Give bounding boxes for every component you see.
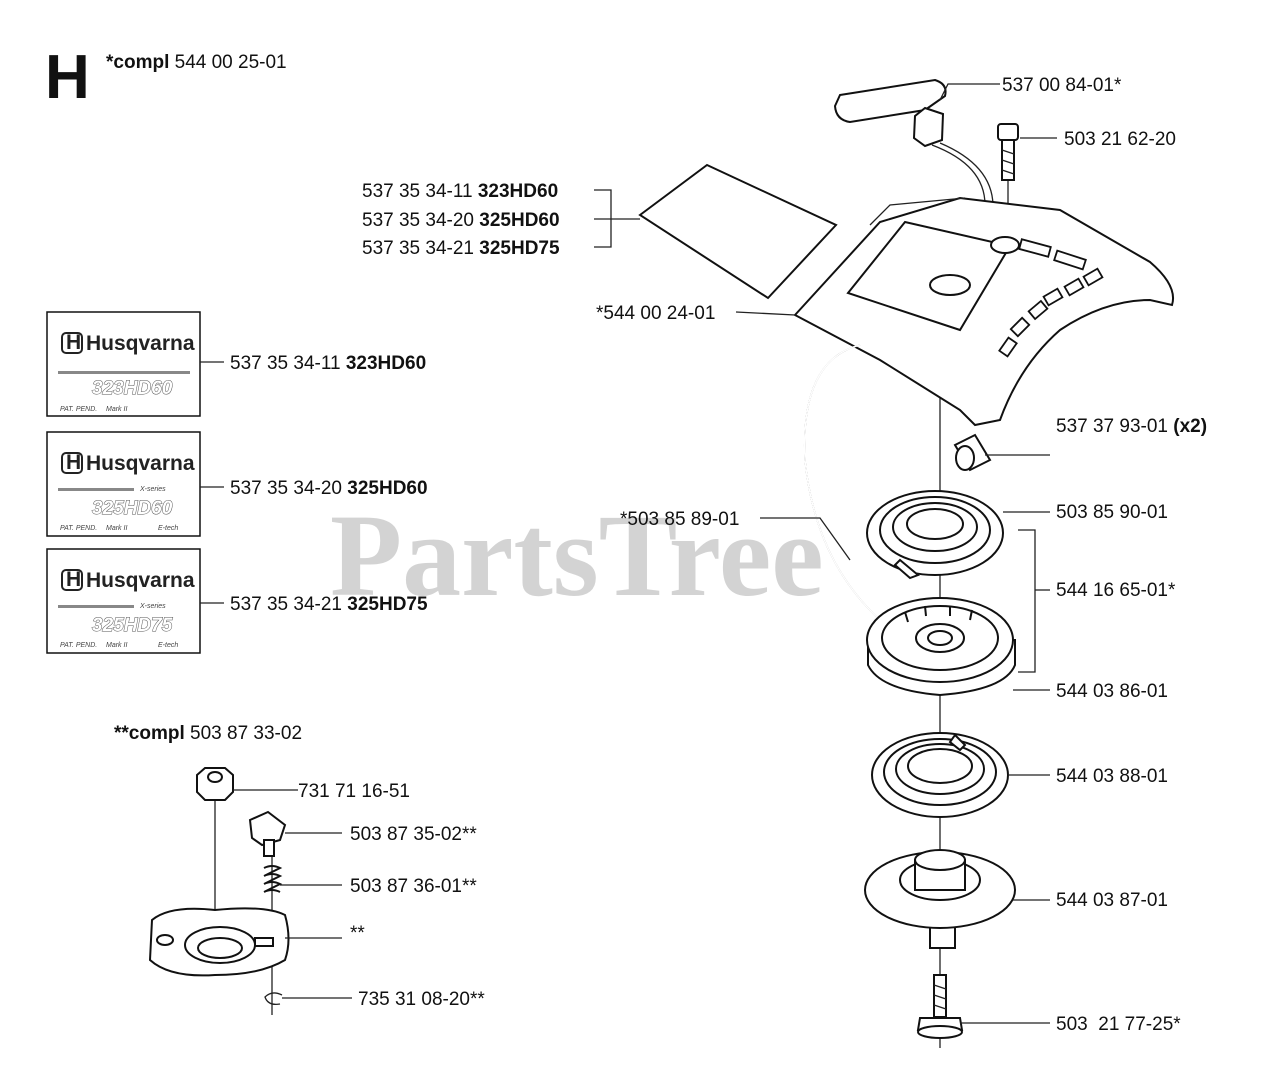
instruction-sheet-drawing <box>638 163 838 300</box>
callout-pulley-assy[interactable]: 544 16 65-01* <box>1056 580 1176 601</box>
callout-decal-2-model: 325HD60 <box>347 478 427 499</box>
starter-cover-drawing <box>793 196 1174 427</box>
callout-cord[interactable]: *503 85 89-01 <box>620 509 739 530</box>
callout-sheet-2[interactable]: 537 35 34-20 325HD60 <box>362 210 560 231</box>
bushing-drawing <box>953 433 992 472</box>
decal-footer-3: E-tech <box>158 525 178 532</box>
decal-list: Husqvarna H 323HD60 PAT. PEND. Mark II H… <box>46 311 201 654</box>
husqvarna-logo-icon: H <box>61 451 83 474</box>
callout-circlip[interactable]: 735 31 08-20** <box>358 989 485 1010</box>
section-letter: H <box>45 43 90 112</box>
decal-footer-2: Mark II <box>106 525 127 532</box>
bottom-screw-drawing <box>916 974 964 1039</box>
callout-sheet-1-number: 537 35 34-11 <box>362 181 473 202</box>
decal-model: 325HD75 <box>92 615 173 636</box>
nut-drawing <box>196 767 234 801</box>
callout-hub[interactable]: 544 03 87-01 <box>1056 890 1168 911</box>
subassembly-compl-prefix: **compl <box>114 723 185 744</box>
decal-footer-1: PAT. PEND. <box>60 642 97 649</box>
svg-text:H: H <box>66 331 81 354</box>
callout-nut[interactable]: 731 71 16-51 <box>298 781 410 802</box>
circlip-drawing <box>264 992 283 1005</box>
callout-decal-3[interactable]: 537 35 34-21 325HD75 <box>230 594 428 615</box>
pawl-spring-drawing <box>263 865 283 893</box>
callout-sheet-2-number: 537 35 34-20 <box>362 210 474 231</box>
decal-series: X-series <box>139 603 166 610</box>
top-screw-drawing <box>997 123 1019 181</box>
callout-bushing-number: 537 37 93-01 <box>1056 416 1168 437</box>
starter-handle-drawing <box>833 78 994 206</box>
decal-card[interactable]: Husqvarna H 323HD60 PAT. PEND. Mark II <box>46 311 201 417</box>
decal-footer-2: Mark II <box>106 642 127 649</box>
callout-sheet-3-number: 537 35 34-21 <box>362 238 474 259</box>
subassembly-compl-number: 503 87 33-02 <box>190 723 302 744</box>
decal-brand: Husqvarna <box>86 569 195 592</box>
pulley-drawing <box>866 597 1016 697</box>
callout-pawl-spring[interactable]: 503 87 36-01** <box>350 876 477 897</box>
callout-decal-2-number: 537 35 34-20 <box>230 478 342 499</box>
hub-drawing <box>864 849 1016 949</box>
section-compl-number: 544 00 25-01 <box>175 52 287 73</box>
callout-spring-lower[interactable]: 544 03 88-01 <box>1056 766 1168 787</box>
decal-footer-1: PAT. PEND. <box>60 406 97 413</box>
callout-bushing-qty: (x2) <box>1173 416 1207 437</box>
callout-decal-1[interactable]: 537 35 34-11 323HD60 <box>230 353 426 374</box>
callout-sheet-1-model: 323HD60 <box>478 181 558 202</box>
lower-spring-drawing <box>871 732 1009 818</box>
carrier-drawing <box>148 907 290 977</box>
decal-series: X-series <box>139 486 166 493</box>
subassembly-compl: **compl 503 87 33-02 <box>114 723 302 744</box>
pawl-drawing <box>248 810 287 857</box>
callout-decal-2[interactable]: 537 35 34-20 325HD60 <box>230 478 428 499</box>
callout-sheet-1[interactable]: 537 35 34-11 323HD60 <box>362 181 558 202</box>
callout-sheet-3[interactable]: 537 35 34-21 325HD75 <box>362 238 560 259</box>
husqvarna-logo-icon: H <box>61 331 83 354</box>
decal-card[interactable]: Husqvarna H X-series 325HD60 PAT. PEND. … <box>46 431 201 537</box>
decal-brand: Husqvarna <box>86 452 195 475</box>
callout-decal-1-number: 537 35 34-11 <box>230 353 341 374</box>
callout-handle[interactable]: 537 00 84-01* <box>1002 75 1122 96</box>
callout-pulley[interactable]: 544 03 86-01 <box>1056 681 1168 702</box>
watermark: PartsTree <box>330 490 824 621</box>
svg-text:H: H <box>66 568 81 591</box>
section-compl-prefix: *compl <box>106 52 169 73</box>
upper-spring-drawing <box>866 490 1004 580</box>
decal-footer-3: E-tech <box>158 642 178 649</box>
decal-model: 323HD60 <box>92 378 173 399</box>
callout-carrier[interactable]: ** <box>350 923 365 944</box>
decal-brand: Husqvarna <box>86 332 195 355</box>
callout-bushing[interactable]: 537 37 93-01 (x2) <box>1056 416 1207 437</box>
callout-decal-1-model: 323HD60 <box>346 353 426 374</box>
callout-cover[interactable]: *544 00 24-01 <box>596 303 715 324</box>
svg-text:H: H <box>66 451 81 474</box>
callout-sheet-2-model: 325HD60 <box>479 210 559 231</box>
decal-card[interactable]: Husqvarna H X-series 325HD75 PAT. PEND. … <box>46 548 201 654</box>
husqvarna-logo-icon: H <box>61 568 83 591</box>
section-compl: *compl 544 00 25-01 <box>106 52 287 73</box>
decal-footer-2: Mark II <box>106 406 127 413</box>
callout-screw-top[interactable]: 503 21 62-20 <box>1064 129 1176 150</box>
decal-footer-1: PAT. PEND. <box>60 525 97 532</box>
callout-decal-3-model: 325HD75 <box>347 594 428 615</box>
callout-decal-3-number: 537 35 34-21 <box>230 594 342 615</box>
callout-pawl[interactable]: 503 87 35-02** <box>350 824 477 845</box>
leader-lines <box>200 83 1057 1024</box>
callout-sheet-3-model: 325HD75 <box>479 238 560 259</box>
callout-screw-bottom[interactable]: 503 21 77-25* <box>1056 1014 1181 1035</box>
callout-spring-upper[interactable]: 503 85 90-01 <box>1056 502 1168 523</box>
decal-model: 325HD60 <box>92 498 173 519</box>
